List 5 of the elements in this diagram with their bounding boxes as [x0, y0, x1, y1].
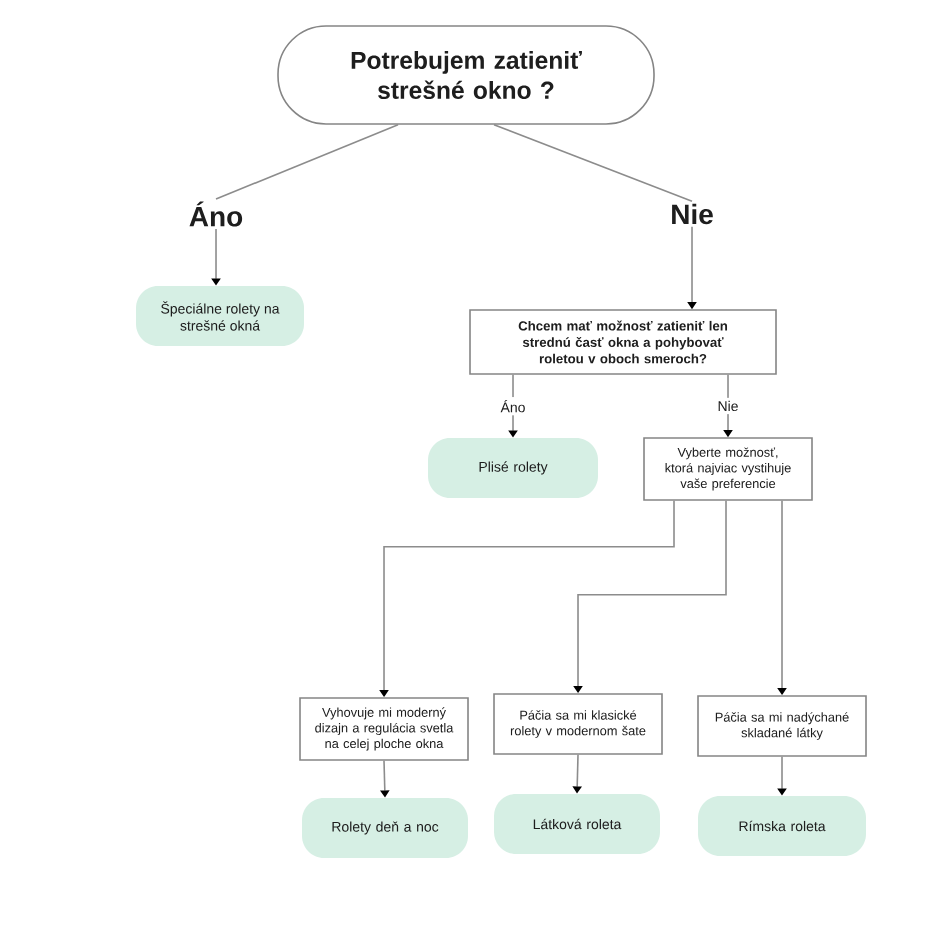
connector-line	[215, 124, 399, 200]
question-pill: Potrebujem zatieniť strešné okno ?	[277, 25, 655, 125]
answer-label: Nie	[672, 203, 713, 225]
answer-label: Áno	[189, 201, 243, 227]
connector-line	[493, 124, 693, 203]
